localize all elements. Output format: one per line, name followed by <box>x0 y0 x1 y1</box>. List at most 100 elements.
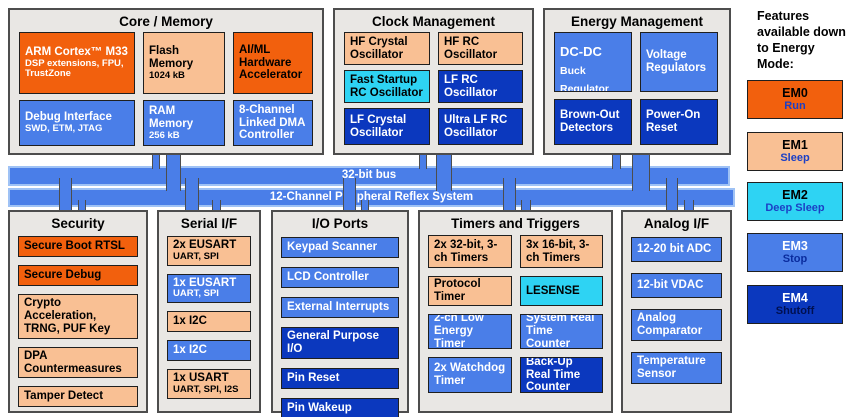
bus-connector <box>361 200 369 212</box>
energy-mode-label: Shutoff <box>775 305 815 318</box>
bus-connector <box>212 200 221 212</box>
energy-mode-label: Stop <box>782 253 808 266</box>
block-1x-i2c: 1x I2C <box>167 340 251 361</box>
section-blocks: 12-20 bit ADC 12-bit VDAC Analog Comparato… <box>623 232 730 389</box>
block-tamper-detect: Tamper Detect <box>18 386 138 408</box>
section-analog-if: Analog I/F 12-20 bit ADC 12-bit VDAC Analo… <box>621 210 732 413</box>
block-external-interrupts: External Interrupts <box>281 297 399 318</box>
block-back-up-real-time-counter: Back-Up Real Time Counter <box>520 357 603 393</box>
bus-connector <box>343 178 356 212</box>
energy-mode-name: EM0 <box>782 85 808 100</box>
block-pin-wakeup: Pin Wakeup <box>281 397 399 417</box>
block-hf-rc-oscillator: HF RC Oscillator <box>438 32 523 65</box>
bus-connector <box>666 178 678 212</box>
block-dpa-countermeasures: DPA Countermeasures <box>18 346 138 379</box>
bus-connector <box>185 178 199 212</box>
block-protocol-timer: Protocol Timer <box>428 276 512 306</box>
bus-reflex-system: 12-Channel Peripheral Reflex System <box>8 188 735 207</box>
bus-connector <box>521 200 531 212</box>
section-title: Energy Management <box>570 14 704 29</box>
bus-connector <box>684 200 694 212</box>
section-title: Analog I/F <box>643 216 710 231</box>
energy-mode-name: EM2 <box>782 187 808 202</box>
block-secure-debug: Secure Debug <box>18 265 138 286</box>
block-ultra-lf-rc-oscillator: Ultra LF RC Oscillator <box>438 108 523 145</box>
block-12-20-bit-adc: 12-20 bit ADC <box>631 237 722 262</box>
block-secure-boot-rtsl: Secure Boot RTSL <box>18 236 138 257</box>
bus-connector <box>612 155 621 169</box>
section-title: I/O Ports <box>311 216 369 231</box>
section-title: Timers and Triggers <box>451 216 580 231</box>
section-title: Core / Memory <box>119 14 213 29</box>
bus-connector <box>419 155 427 169</box>
block-1x-i2c: 1x I2C <box>167 311 251 332</box>
bus-connector <box>632 155 650 191</box>
block-lf-rc-oscillator: LF RC Oscillator <box>438 70 523 103</box>
energy-mode-name: EM1 <box>782 137 808 152</box>
block-2x-32-bit-3-ch-timers: 2x 32-bit, 3-ch Timers <box>428 235 512 268</box>
block-brown-out-detectors: Brown-Out Detectors <box>554 99 632 145</box>
bus-connector <box>59 178 72 212</box>
block-pin-reset: Pin Reset <box>281 367 399 389</box>
block-keypad-scanner: Keypad Scanner <box>281 237 399 258</box>
block-2x-watchdog-timer: 2x Watchdog Timer <box>428 357 512 393</box>
block-voltage-regulators: Voltage Regulators <box>640 32 718 92</box>
block-power-on-reset: Power-On Reset <box>640 99 718 145</box>
block-analog-comparator: Analog Comparator <box>631 309 722 341</box>
bus-connector <box>78 200 86 212</box>
block-hf-crystal-oscillator: HF Crystal Oscillator <box>344 32 430 65</box>
bus-32bit: 32-bit bus <box>8 166 730 186</box>
legend-heading: Features available down to Energy Mode: <box>757 9 846 71</box>
block-general-purpose-i-o: General Purpose I/O <box>281 327 399 359</box>
block-2-ch-low-energy-timer: 2-ch Low Energy Timer <box>428 314 512 349</box>
section-title: Serial I/F <box>180 216 238 231</box>
block-lesense: LESENSE <box>520 276 603 306</box>
energy-mode-label: Sleep <box>780 152 810 165</box>
block-lf-crystal-oscillator: LF Crystal Oscillator <box>344 108 430 145</box>
block-lcd-controller: LCD Controller <box>281 267 399 288</box>
block-3x-16-bit-3-ch-timers: 3x 16-bit, 3-ch Timers <box>520 235 603 268</box>
section-title: Clock Management <box>371 14 496 29</box>
energy-mode-name: EM4 <box>782 290 808 305</box>
energy-mode-label: Run <box>784 100 806 113</box>
bus-connector <box>503 178 516 212</box>
energy-mode-name: EM3 <box>782 238 808 253</box>
bus-reflex-label: 12-Channel Peripheral Reflex System <box>269 191 474 203</box>
block-ai-ml-hardware-accelerator: AI/ML Hardware Accelerator <box>233 32 313 94</box>
block-12-bit-vdac: 12-bit VDAC <box>631 273 722 298</box>
block-dc-dc: DC-DC Buck Regulator <box>554 32 632 92</box>
section-title: Security <box>51 216 105 231</box>
block-crypto-acceleration-trng-puf-key: Crypto Acceleration, TRNG, PUF Key <box>18 294 138 339</box>
block-system-real-time-counter: System Real Time Counter <box>520 314 603 349</box>
bus-connector <box>152 155 160 169</box>
bus-connector <box>436 155 452 191</box>
energy-mode-label: Deep Sleep <box>765 202 825 215</box>
bus-connector <box>166 155 181 191</box>
